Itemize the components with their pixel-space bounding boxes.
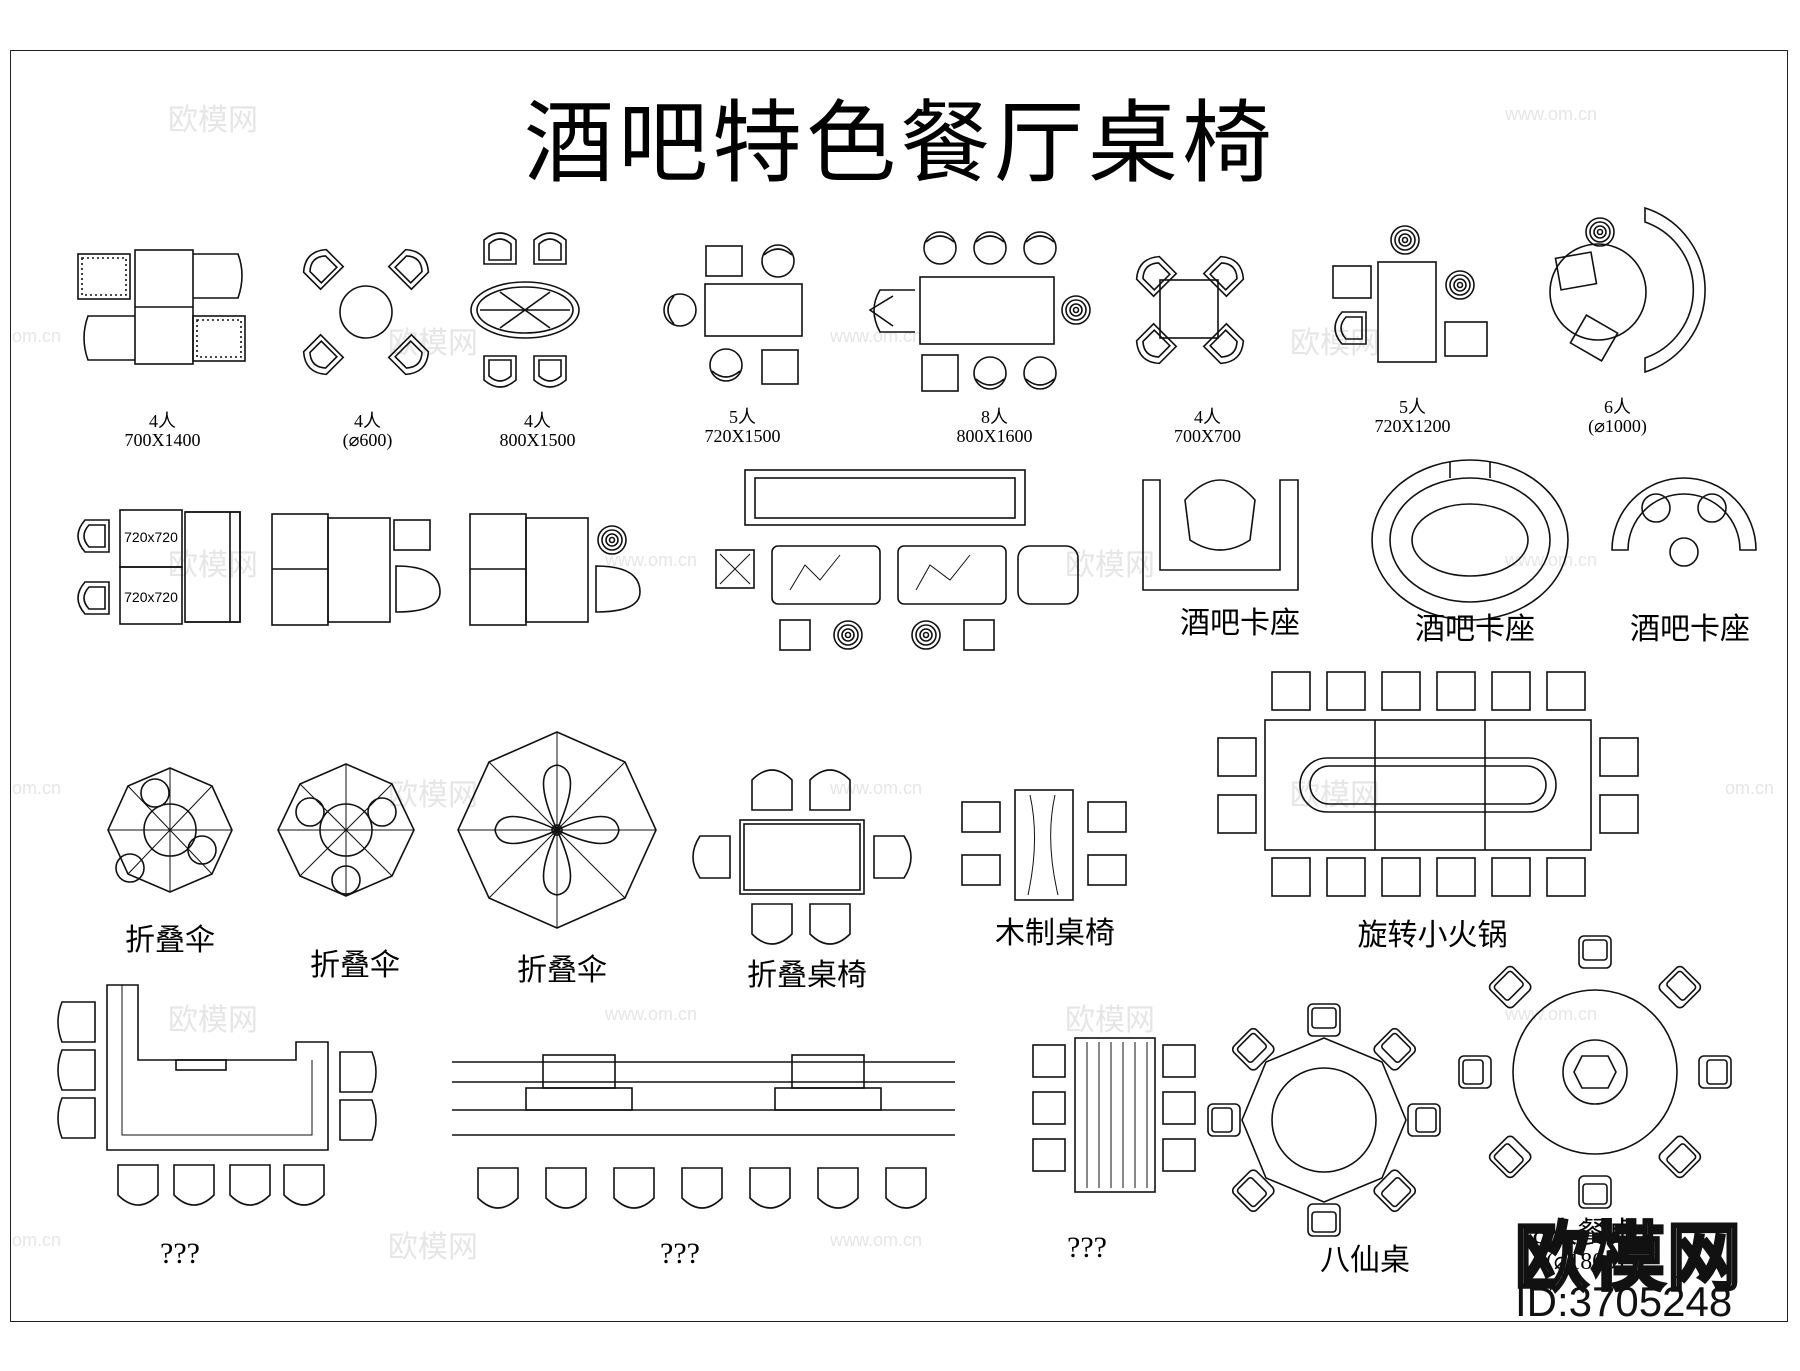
table-size-mark: 720x720 <box>124 589 178 605</box>
round-table-8-1800 <box>1458 935 1732 1209</box>
table-5-720x1200 <box>1332 225 1488 363</box>
bar-booth-1 <box>1142 479 1299 591</box>
long-bar-counter <box>452 1054 955 1209</box>
watermark: 欧模网 <box>1065 549 1155 582</box>
watermark: 欧模网 <box>168 549 258 582</box>
umbrella-label: 折叠伞 <box>125 924 215 957</box>
booth-label: 酒吧卡座 <box>1180 607 1300 640</box>
item-size: 800X1500 <box>499 429 576 450</box>
watermark: om.cn <box>12 1230 62 1250</box>
watermark: 欧模网 <box>388 1231 478 1264</box>
item-name: 5人 <box>1399 397 1426 417</box>
rotating-hotpot-table <box>1217 671 1639 897</box>
round-table-6-1000 <box>1549 206 1706 374</box>
eight-immortals-table <box>1207 1003 1441 1237</box>
watermark: www.om.cn <box>1505 1004 1598 1024</box>
drawing-frame <box>10 50 1788 1322</box>
folding-set-label: 折叠桌椅 <box>747 959 867 992</box>
booth-label: 酒吧卡座 <box>1415 613 1535 646</box>
hotpot-label: 旋转小火锅 <box>1357 919 1508 952</box>
bar-counter-set <box>715 469 1079 651</box>
item-label: 4人 (⌀600) <box>315 412 420 450</box>
item-label: 4人 700X700 <box>1155 408 1260 446</box>
item-label: 5人 720X1500 <box>690 408 795 446</box>
round8-label: 8人餐桌 (⌀1800) <box>1500 1218 1670 1275</box>
watermark: 欧模网 <box>168 104 258 137</box>
table-5-720x1500 <box>663 244 803 385</box>
bar-booth-2 <box>1371 459 1569 621</box>
item-name: 4人 <box>1194 407 1221 427</box>
item-label: 8人 800X1600 <box>942 408 1047 446</box>
watermark: om.cn <box>12 326 62 346</box>
item-size: (⌀600) <box>342 429 393 450</box>
watermark: www.om.cn <box>605 1004 698 1024</box>
wooden-table-set <box>961 789 1127 901</box>
watermark: om.cn <box>1725 778 1775 798</box>
page-title: 酒吧特色餐厅桌椅 <box>524 91 1276 196</box>
watermark: www.om.cn <box>605 550 698 570</box>
item-label: 5人 720X1200 <box>1360 398 1465 436</box>
umbrella-1 <box>107 767 233 893</box>
umbrella-3 <box>457 731 657 929</box>
watermark: 欧模网 <box>1290 779 1380 812</box>
item-label: 4人 700X1400 <box>110 412 215 450</box>
bar-booth-3 <box>1611 477 1757 567</box>
booth-table-a <box>271 513 441 626</box>
item-name: 4人 <box>524 411 551 431</box>
item-size: 700X700 <box>1174 425 1241 446</box>
item-name: 8人餐桌 <box>1532 1217 1638 1250</box>
umbrella-2 <box>277 763 415 897</box>
watermark: www.om.cn <box>830 326 923 346</box>
table-8-800x1600 <box>868 231 1091 392</box>
folding-table-set <box>692 769 912 945</box>
item-name: 6人 <box>1604 397 1631 417</box>
unknown-label: ??? <box>660 1237 700 1270</box>
site-logo: 欧模网 <box>1514 1215 1743 1301</box>
watermark: 欧模网 <box>1065 1004 1155 1037</box>
umbrella-label: 折叠伞 <box>310 949 400 982</box>
slatted-table-set <box>1032 1037 1196 1193</box>
oval-table-4-800x1500 <box>470 232 580 388</box>
table-4-700x700 <box>1130 250 1250 370</box>
round-table-4-600 <box>297 243 435 381</box>
item-name: 4人 <box>354 411 381 431</box>
watermark: 欧模网 <box>168 1004 258 1037</box>
item-label: 6人 (⌀1000) <box>1565 398 1670 436</box>
unknown-label: ??? <box>160 1237 200 1270</box>
item-size: 700X1400 <box>124 429 201 450</box>
bar-counter-u <box>57 984 377 1206</box>
item-size: (⌀1000) <box>1588 415 1647 436</box>
wooden-set-label: 木制桌椅 <box>995 917 1115 950</box>
item-size: 720X1200 <box>1374 415 1451 436</box>
watermark: om.cn <box>12 778 62 798</box>
item-size: 720X1500 <box>704 425 781 446</box>
item-size: 800X1600 <box>956 425 1033 446</box>
item-size: (⌀1800) <box>1545 1248 1625 1275</box>
item-name: 8人 <box>981 407 1008 427</box>
unknown-label: ??? <box>1067 1231 1107 1264</box>
item-label: 4人 800X1500 <box>485 412 590 450</box>
item-name: 5人 <box>729 407 756 427</box>
bar-table-4-700x1400 <box>77 249 246 365</box>
eight-immortals-label: 八仙桌 <box>1320 1244 1410 1277</box>
item-name: 4人 <box>149 411 176 431</box>
watermark: www.om.cn <box>1505 104 1598 124</box>
watermark: www.om.cn <box>830 1230 923 1250</box>
booth-table-b <box>469 513 641 626</box>
square-tables-720 <box>77 509 241 625</box>
asset-id: ID:3705248 <box>1515 1278 1733 1325</box>
umbrella-label: 折叠伞 <box>517 954 607 987</box>
watermark: www.om.cn <box>830 778 923 798</box>
booth-label: 酒吧卡座 <box>1630 613 1750 646</box>
watermark: www.om.cn <box>1505 550 1598 570</box>
table-size-mark: 720x720 <box>124 529 178 545</box>
